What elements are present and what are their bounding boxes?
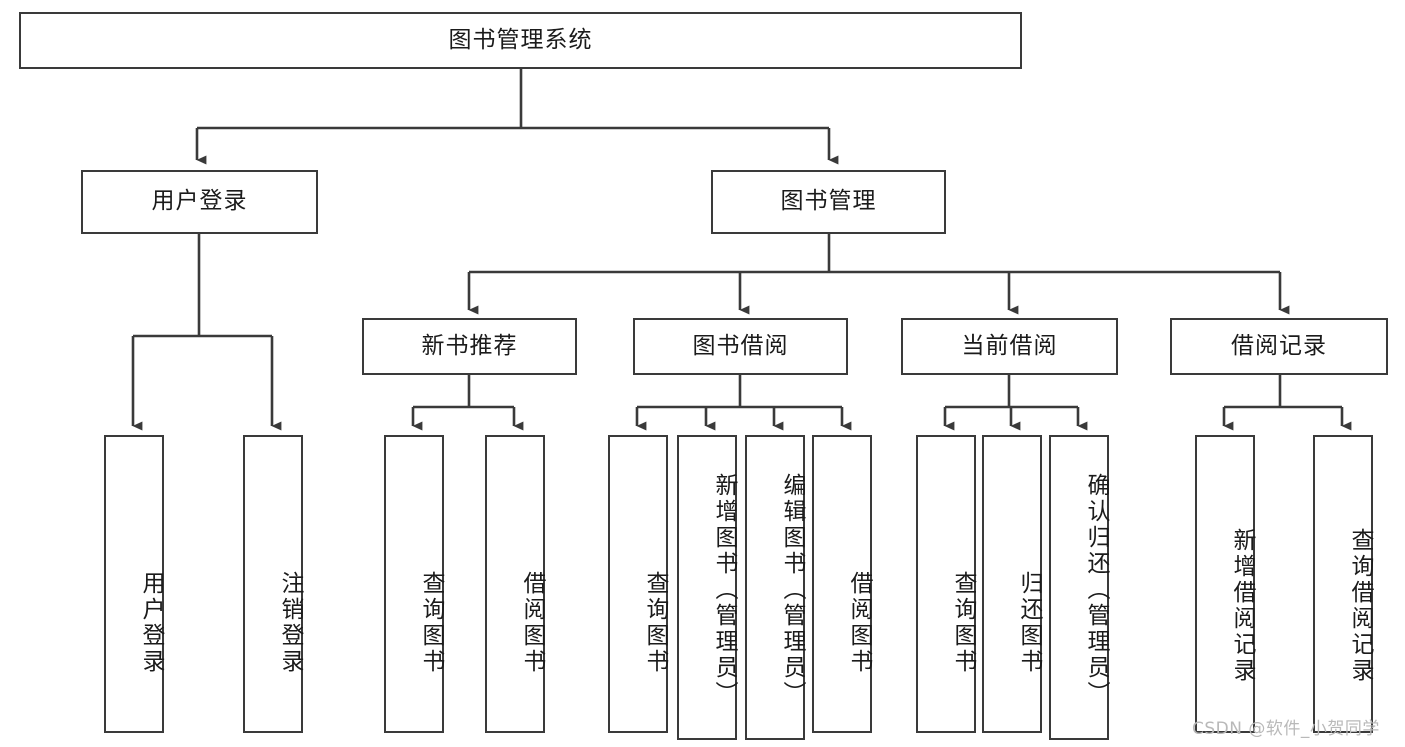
- node-leaf-add-book-admin-label: 新增图书（管理员）: [711, 472, 737, 707]
- node-leaf-user-login-label: 用户登录: [138, 571, 164, 675]
- node-leaf-borrow-book-1-label: 借阅图书: [519, 571, 545, 675]
- node-new-book-recommend[interactable]: 新书推荐: [362, 318, 577, 375]
- node-book-management[interactable]: 图书管理: [711, 170, 946, 234]
- node-leaf-query-book-2-label: 查询图书: [642, 571, 668, 675]
- node-leaf-return-book[interactable]: 归还图书: [982, 435, 1042, 733]
- node-leaf-add-borrow-record-label: 新增借阅记录: [1229, 528, 1255, 684]
- node-leaf-add-book-admin[interactable]: 新增图书（管理员）: [677, 435, 737, 740]
- node-leaf-add-borrow-record[interactable]: 新增借阅记录: [1195, 435, 1255, 733]
- node-leaf-confirm-return-admin-label: 确认归还（管理员）: [1083, 472, 1109, 707]
- node-leaf-query-borrow-record-label: 查询借阅记录: [1347, 528, 1373, 684]
- node-root-label: 图书管理系统: [448, 26, 593, 53]
- csdn-watermark: CSDN @软件_小贺同学: [1192, 719, 1380, 739]
- node-book-borrow[interactable]: 图书借阅: [633, 318, 848, 375]
- node-leaf-query-book-3-label: 查询图书: [950, 571, 976, 675]
- node-borrow-record[interactable]: 借阅记录: [1170, 318, 1388, 375]
- node-current-borrow-label: 当前借阅: [961, 332, 1058, 359]
- node-leaf-query-book-3[interactable]: 查询图书: [916, 435, 976, 733]
- node-leaf-confirm-return-admin[interactable]: 确认归还（管理员）: [1049, 435, 1109, 740]
- node-leaf-logout-login-label: 注销登录: [277, 571, 303, 675]
- node-user-login-label: 用户登录: [151, 188, 248, 215]
- node-book-borrow-label: 图书借阅: [692, 332, 789, 359]
- node-current-borrow[interactable]: 当前借阅: [901, 318, 1118, 375]
- node-root[interactable]: 图书管理系统: [19, 12, 1022, 69]
- node-leaf-logout-login[interactable]: 注销登录: [243, 435, 303, 733]
- node-book-management-label: 图书管理: [780, 188, 877, 215]
- node-leaf-edit-book-admin-label: 编辑图书（管理员）: [779, 472, 805, 707]
- node-leaf-query-borrow-record[interactable]: 查询借阅记录: [1313, 435, 1373, 733]
- node-leaf-borrow-book-2-label: 借阅图书: [846, 571, 872, 675]
- node-leaf-query-book-1[interactable]: 查询图书: [384, 435, 444, 733]
- node-leaf-borrow-book-2[interactable]: 借阅图书: [812, 435, 872, 733]
- node-leaf-user-login[interactable]: 用户登录: [104, 435, 164, 733]
- node-leaf-edit-book-admin[interactable]: 编辑图书（管理员）: [745, 435, 805, 740]
- node-user-login[interactable]: 用户登录: [81, 170, 318, 234]
- node-new-book-recommend-label: 新书推荐: [421, 332, 518, 359]
- node-leaf-query-book-1-label: 查询图书: [418, 571, 444, 675]
- node-leaf-borrow-book-1[interactable]: 借阅图书: [485, 435, 545, 733]
- node-leaf-return-book-label: 归还图书: [1016, 571, 1042, 675]
- node-leaf-query-book-2[interactable]: 查询图书: [608, 435, 668, 733]
- node-borrow-record-label: 借阅记录: [1231, 332, 1327, 359]
